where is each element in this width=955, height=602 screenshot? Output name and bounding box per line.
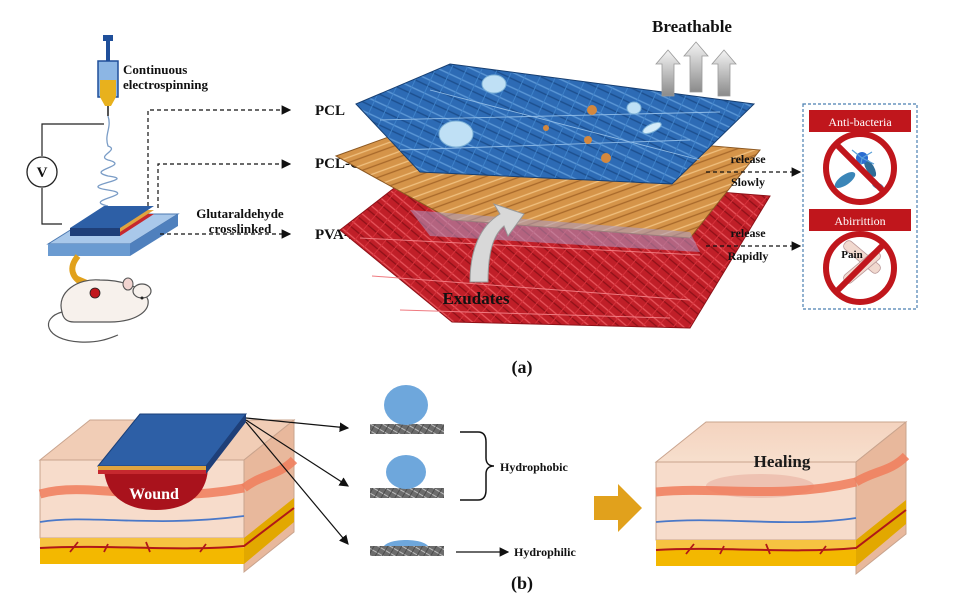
breathable-arrows [655,41,737,97]
abirrittion-panel [809,209,911,305]
release-rapid-line2: Rapidly [728,249,769,263]
layer-label-pcl: PCL [315,103,345,119]
syringe-icon [97,35,119,116]
panel-b-caption: (b) [511,573,533,594]
layer-connectors [147,105,292,239]
electrospinning-label-line2: electrospinning [123,77,208,92]
healing-transition-arrow [594,484,642,532]
effect-inner-label-pain: Pain [841,249,862,261]
dressing-layers [334,63,771,329]
healing-label: Healing [754,452,811,471]
release-arrows [706,167,802,251]
breathable-label: Breathable [652,17,732,36]
wound-area [104,466,208,510]
prohibition-sign-pain [823,231,897,305]
exudates-arrow [469,203,525,283]
voltage-circuit [26,123,104,225]
voltage-label: V [37,165,48,181]
panel-a: Continuous electrospinning V [26,17,918,378]
panel-a-caption: (a) [512,357,533,378]
wound-label: Wound [129,486,179,503]
anti-bacteria-panel [809,110,911,205]
release-rapid-line1: release [730,226,766,240]
electrospinning-label-line1: Continuous [123,62,187,77]
effect-title-anti-bacteria: Anti-bacteria [828,115,892,129]
release-slow-line1: release [730,152,766,166]
panel-b: Wound Hydrophobic Hydrophilic [38,385,910,594]
bacteria-icon [834,149,884,190]
spinning-jet [97,115,119,207]
hydrophobic-label: Hydrophobic [500,460,568,474]
skin-block-healed [654,420,910,576]
hydrophilic-label: Hydrophilic [514,545,576,559]
layer-pcl [355,63,756,185]
mouse-icon [47,277,152,343]
release-slow-line2: Slowly [731,175,765,189]
hydrophobic-brace [460,431,495,501]
layer-leader-lines [245,417,350,545]
exudates-label: Exudates [442,289,509,308]
contact-angle-pcl [370,385,444,434]
prohibition-sign-bacteria [823,131,897,205]
crosslink-label-line2: crosslinked [209,221,272,236]
contact-angle-pva-lid [370,540,444,556]
effect-title-abirrittion: Abirrittion [834,214,885,228]
contact-angle-pcl-cip [370,455,444,498]
crosslink-label-line1: Glutaraldehyde [196,206,284,221]
collector-plate [46,206,180,256]
skin-block-wound [38,413,298,574]
